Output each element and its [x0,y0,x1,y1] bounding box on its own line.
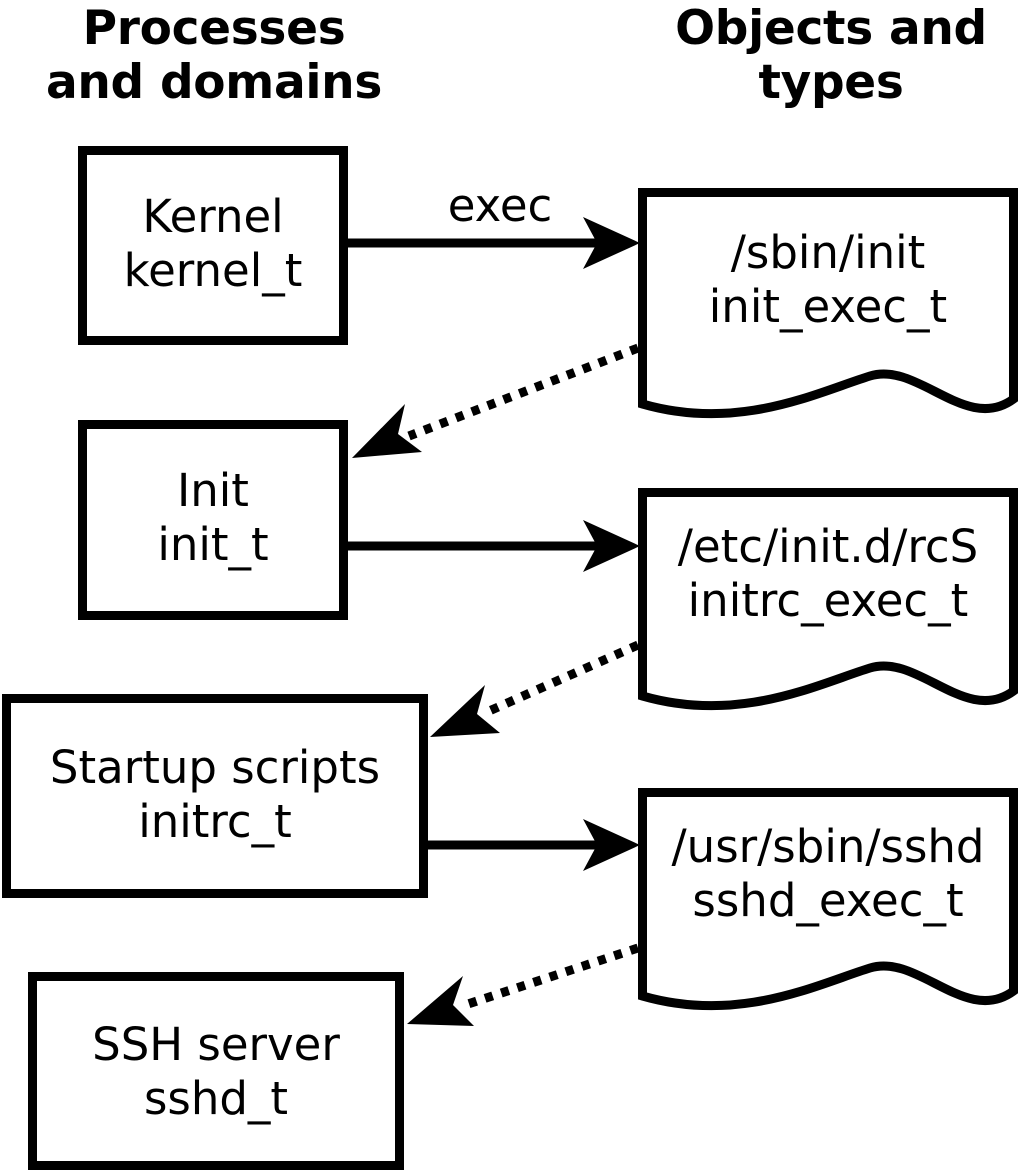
node-kernel[interactable]: Kernel kernel_t [78,146,348,345]
node-kernel-box[interactable] [78,146,348,345]
node-initrc-line1: Startup scripts [50,741,380,794]
column-heading-processes: Processes and domains [46,1,382,110]
edge-kernel-exec-init-exec: exec [348,179,640,269]
node-init-line1: Init [177,464,249,517]
node-kernel-line1: Kernel [142,190,283,243]
node-sshd-box[interactable] [28,972,404,1170]
edge-line [407,343,640,441]
edge-init-exec-transition-init [352,343,640,458]
edge-sshd-exec-transition-sshd [407,943,640,1026]
node-sshd-exec-line2: sshd_exec_t [692,874,963,927]
edge-label-exec: exec [448,179,553,232]
heading-processes-line2: and domains [46,55,382,110]
node-init-exec-line1: /sbin/init [731,226,926,279]
arrowhead-icon [407,976,474,1026]
arrowhead-icon [430,685,500,737]
node-init-exec-document-shape[interactable] [638,188,1018,419]
node-init-line2: init_t [157,518,268,571]
node-initrc[interactable]: Startup scripts initrc_t [2,694,428,898]
edge-line [485,640,640,717]
node-initrc-exec-line1: /etc/init.d/rcS [678,520,978,573]
arrowhead-icon [583,819,640,871]
node-sshd-exec-document-shape[interactable] [638,788,1018,1011]
node-init[interactable]: Init init_t [78,420,348,620]
edge-initrc-exec-sshd-exec [428,819,640,871]
edge-init-exec-initrc-exec [348,520,640,572]
node-initrc-box[interactable] [2,694,428,898]
node-sshd-exec[interactable]: /usr/sbin/sshd sshd_exec_t [638,788,1018,1011]
arrowhead-icon [583,217,640,269]
node-initrc-exec-line2: initrc_exec_t [688,574,969,627]
heading-objects-line1: Objects and [675,1,987,56]
column-heading-objects: Objects and types [675,1,987,110]
node-init-exec[interactable]: /sbin/init init_exec_t [638,188,1018,419]
node-sshd-exec-line1: /usr/sbin/sshd [672,820,985,873]
node-sshd[interactable]: SSH server sshd_t [28,972,404,1170]
arrowhead-icon [352,404,422,458]
node-init-box[interactable] [78,420,348,620]
heading-processes-line1: Processes [83,1,346,56]
edge-initrc-exec-transition-initrc [430,640,640,737]
arrowhead-icon [583,520,640,572]
node-initrc-exec[interactable]: /etc/init.d/rcS initrc_exec_t [638,488,1018,711]
edge-line [463,943,640,1010]
node-initrc-line2: initrc_t [138,795,292,848]
node-initrc-exec-document-shape[interactable] [638,488,1018,711]
node-init-exec-line2: init_exec_t [709,280,947,333]
heading-objects-line2: types [758,55,903,110]
node-kernel-line2: kernel_t [124,244,303,297]
node-sshd-line2: sshd_t [144,1072,288,1125]
node-sshd-line1: SSH server [92,1018,340,1071]
